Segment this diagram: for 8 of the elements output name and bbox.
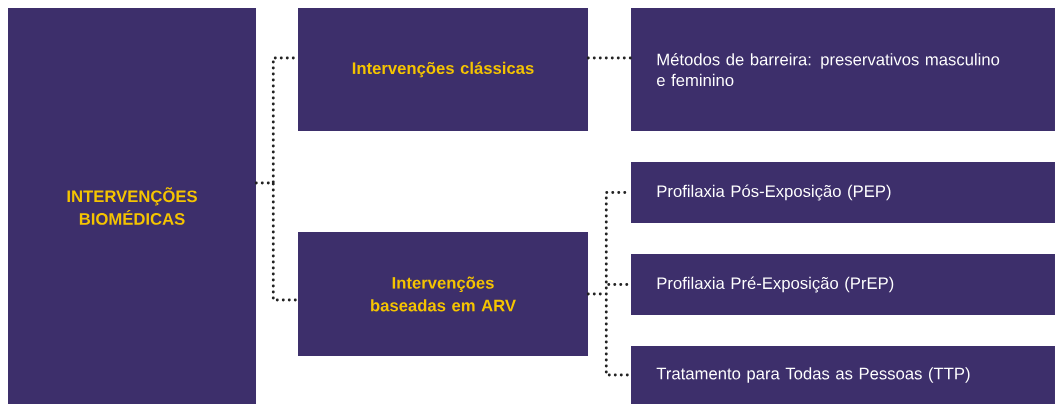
item-box: Métodos de barreira: preservativos masculino e feminino (631, 8, 1055, 131)
category-box: INTERVENÇÕES BIOMÉDICAS (8, 8, 256, 404)
group-box: Intervenções baseadas em ARV (298, 232, 588, 356)
item-box: Profilaxia Pós-Exposição (PEP) (631, 162, 1055, 223)
item-box: Profilaxia Pré-Exposição (PrEP) (631, 254, 1055, 315)
item-box: Tratamento para Todas as Pessoas (TTP) (631, 346, 1055, 404)
group-box: Intervenções clássicas (298, 8, 588, 131)
dotted-connector (254, 56, 300, 302)
